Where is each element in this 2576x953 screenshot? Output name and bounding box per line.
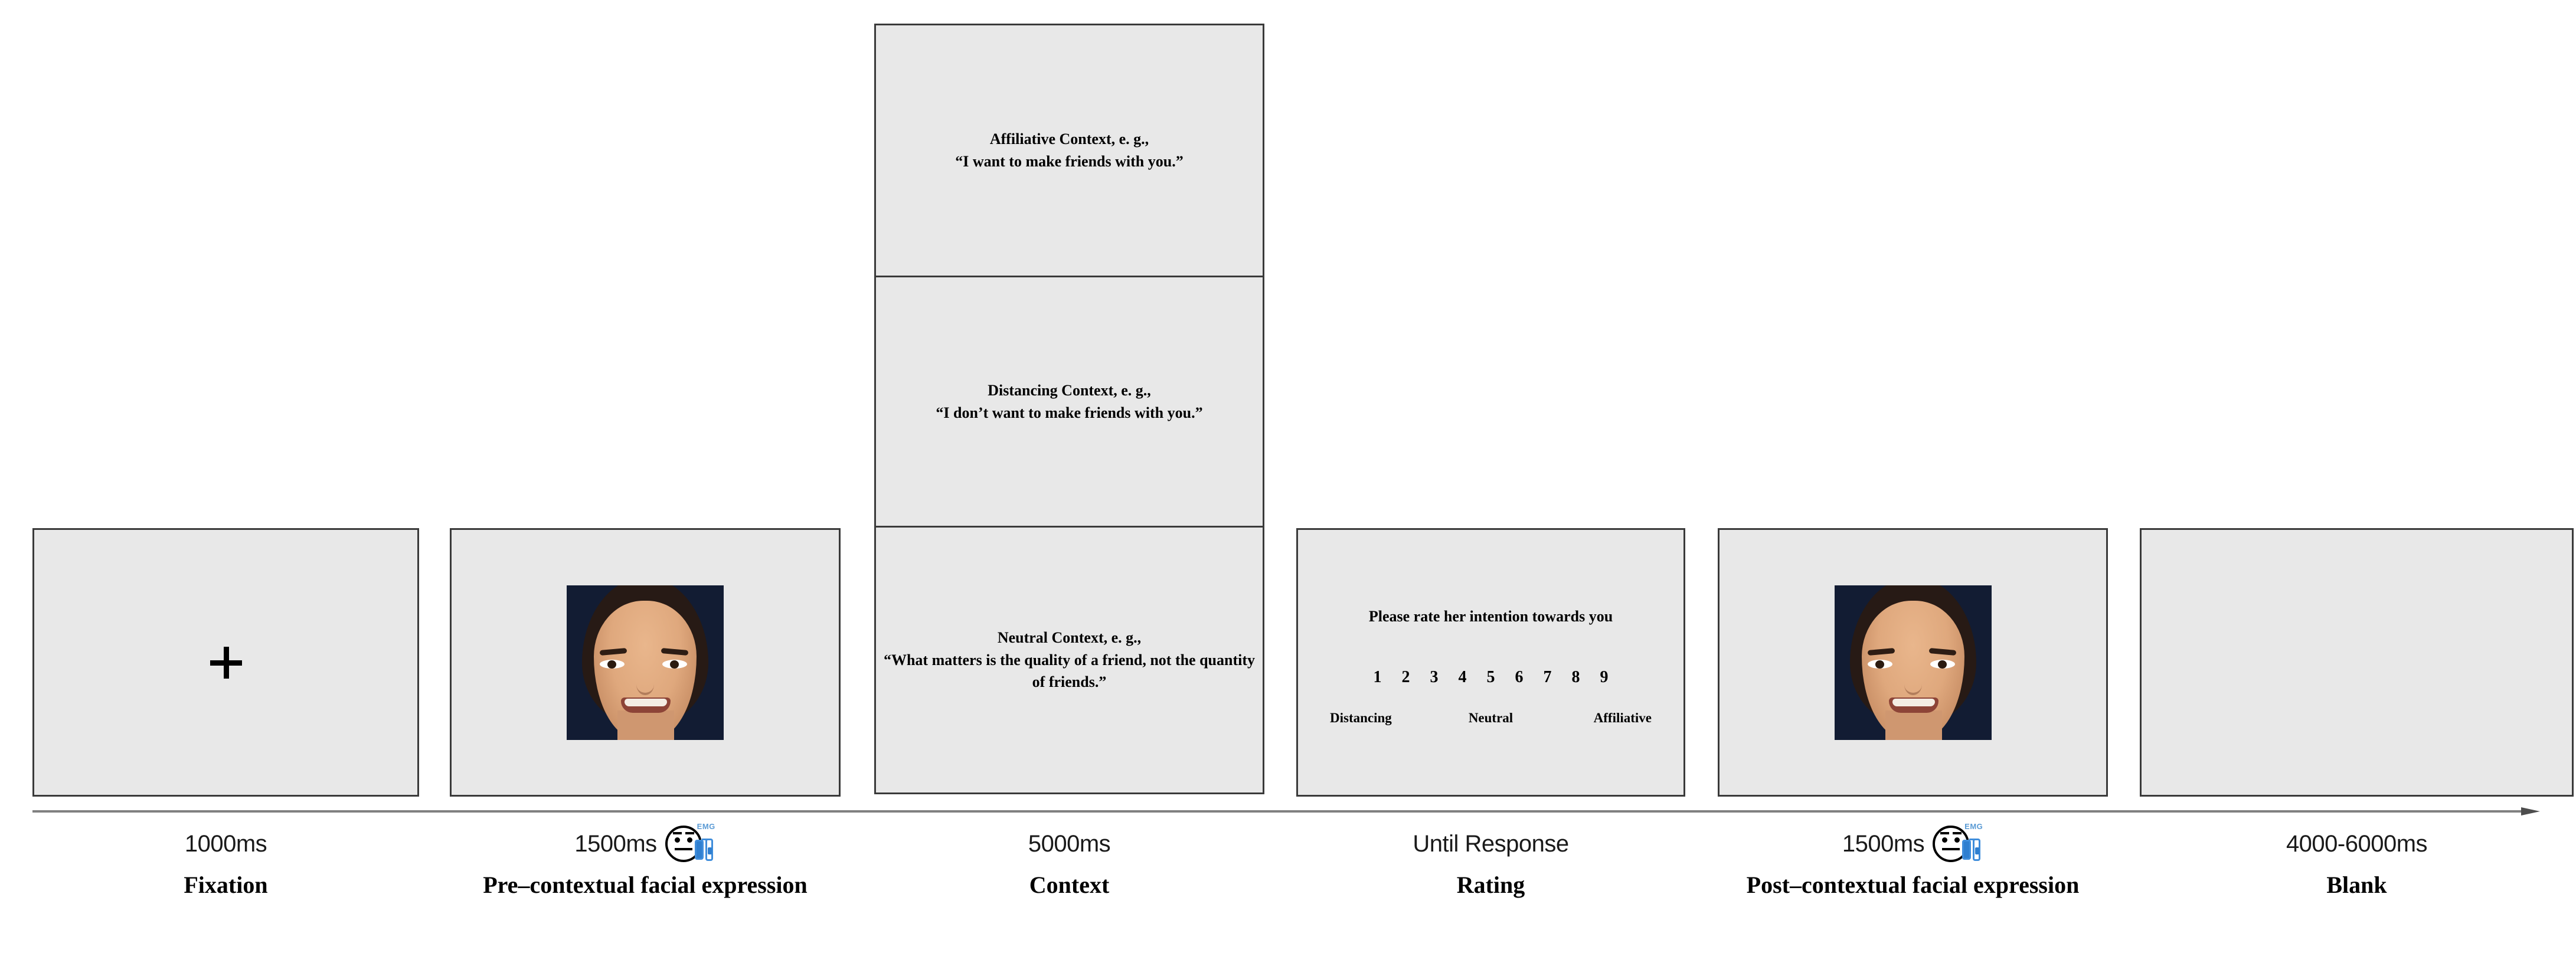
emg-mouth	[1942, 848, 1960, 850]
context-screen-stack: Affiliative Context, e. g., “I want to m…	[874, 24, 1264, 794]
emg-mouth	[674, 848, 692, 850]
context-neutral-heading: Neutral Context, e. g.,	[997, 628, 1142, 646]
face-teeth	[1892, 698, 1935, 706]
rating-anchor-low: Distancing	[1330, 710, 1392, 725]
rating-option-7[interactable]: 7	[1543, 667, 1552, 686]
caption-post-contextual-face: 1500ms EMG Post–contextual facial expres…	[1718, 822, 2108, 899]
context-neutral-text: Neutral Context, e. g., “What matters is…	[876, 627, 1263, 693]
emg-eyebrow-left	[1940, 832, 1950, 834]
caption-duration-row: Until Response	[1296, 826, 1685, 862]
timeline-arrowhead-icon	[2521, 807, 2540, 816]
rating-option-3[interactable]: 3	[1430, 667, 1439, 686]
rating-option-6[interactable]: 6	[1515, 667, 1524, 686]
screen-post-contextual-face	[1718, 528, 2108, 797]
rating-body: Please rate her intention towards you 1 …	[1298, 597, 1683, 728]
duration-fixation: 1000ms	[184, 830, 267, 857]
caption-duration-row: 1500ms EMG	[1718, 822, 2108, 862]
face-stimulus-image	[1834, 585, 1992, 740]
rating-option-1[interactable]: 1	[1373, 667, 1382, 686]
emg-eye-left	[674, 837, 680, 843]
rating-option-5[interactable]: 5	[1486, 667, 1495, 686]
screen-pre-contextual-face	[450, 528, 841, 797]
face-mouth	[621, 697, 671, 713]
context-affiliative-text: Affiliative Context, e. g., “I want to m…	[955, 128, 1183, 172]
screen-blank	[2140, 528, 2574, 797]
face-nose	[1904, 674, 1922, 695]
rating-scale[interactable]: 1 2 3 4 5 6 7 8 9	[1298, 668, 1683, 687]
context-distancing-quote: “I don’t want to make friends with you.”	[936, 404, 1203, 421]
rating-option-4[interactable]: 4	[1458, 667, 1467, 686]
caption-duration-row: 1500ms EMG	[450, 822, 841, 862]
timeline-line	[32, 810, 2521, 813]
caption-duration-row: 5000ms	[874, 826, 1264, 862]
face-neck	[1885, 710, 1942, 740]
label-blank: Blank	[2326, 872, 2387, 898]
emg-eyebrow-right	[1953, 832, 1962, 834]
screen-context-distancing: Distancing Context, e. g., “I don’t want…	[874, 276, 1264, 528]
timeline-arrow	[32, 807, 2540, 816]
screen-context-affiliative: Affiliative Context, e. g., “I want to m…	[874, 24, 1264, 277]
face-eye-left	[600, 659, 625, 669]
rating-prompt: Please rate her intention towards you	[1368, 607, 1613, 625]
duration-post-contextual-face: 1500ms	[1842, 830, 1925, 857]
label-pre-contextual-face: Pre–contextual facial expression	[483, 872, 808, 898]
face-mouth	[1888, 697, 1938, 713]
duration-context: 5000ms	[1028, 830, 1111, 857]
context-neutral-quote: “What matters is the quality of a friend…	[883, 651, 1256, 691]
rating-option-9[interactable]: 9	[1600, 667, 1609, 686]
label-context: Context	[1029, 872, 1110, 898]
emg-eyebrow-right	[685, 832, 694, 834]
emg-label: EMG	[1964, 822, 1983, 831]
emg-amplifier-icon	[705, 839, 713, 861]
duration-rating: Until Response	[1413, 830, 1569, 857]
caption-fixation: 1000ms Fixation	[32, 826, 419, 899]
face-stimulus-image	[567, 585, 724, 740]
caption-pre-contextual-face: 1500ms EMG Pre–contextual facial express…	[450, 822, 841, 899]
context-affiliative-quote: “I want to make friends with you.”	[955, 153, 1184, 170]
caption-rating: Until Response Rating	[1296, 826, 1685, 899]
fixation-cross-icon	[210, 646, 242, 679]
label-fixation: Fixation	[184, 872, 268, 898]
caption-duration-row: 4000-6000ms	[2140, 826, 2574, 862]
duration-pre-contextual-face: 1500ms	[574, 830, 657, 857]
screen-context-neutral: Neutral Context, e. g., “What matters is…	[874, 526, 1264, 794]
emg-recording-icon: EMG	[1933, 822, 1983, 866]
rating-anchor-labels: Distancing Neutral Affiliative	[1330, 710, 1652, 728]
context-distancing-heading: Distancing Context, e. g.,	[988, 381, 1151, 399]
label-post-contextual-face: Post–contextual facial expression	[1746, 872, 2080, 898]
emg-eye-right	[1954, 837, 1960, 843]
face-eye-right	[1930, 659, 1955, 669]
face-eye-right	[662, 659, 687, 669]
emg-eyebrow-left	[672, 832, 682, 834]
context-distancing-text: Distancing Context, e. g., “I don’t want…	[936, 379, 1202, 424]
emg-eye-right	[687, 837, 692, 843]
emg-recording-icon: EMG	[665, 822, 716, 866]
caption-duration-row: 1000ms	[32, 826, 419, 862]
screen-rating: Please rate her intention towards you 1 …	[1296, 528, 1685, 797]
screen-fixation	[32, 528, 419, 797]
face-eye-left	[1867, 659, 1892, 669]
rating-anchor-high: Affiliative	[1593, 710, 1652, 725]
duration-blank: 4000-6000ms	[2286, 830, 2428, 857]
rating-option-2[interactable]: 2	[1401, 667, 1410, 686]
emg-amplifier-icon	[1973, 839, 1981, 861]
emg-eye-left	[1942, 837, 1948, 843]
emg-electrode-icon	[694, 840, 704, 860]
face-teeth	[625, 698, 667, 706]
context-affiliative-heading: Affiliative Context, e. g.,	[989, 130, 1149, 148]
caption-blank: 4000-6000ms Blank	[2140, 826, 2574, 899]
face-neck	[617, 710, 674, 740]
label-rating: Rating	[1456, 872, 1525, 898]
emg-label: EMG	[697, 822, 715, 831]
emg-electrode-icon	[1962, 840, 1972, 860]
rating-option-8[interactable]: 8	[1571, 667, 1580, 686]
caption-context: 5000ms Context	[874, 826, 1264, 899]
face-nose	[636, 674, 654, 695]
rating-anchor-mid: Neutral	[1468, 710, 1513, 725]
